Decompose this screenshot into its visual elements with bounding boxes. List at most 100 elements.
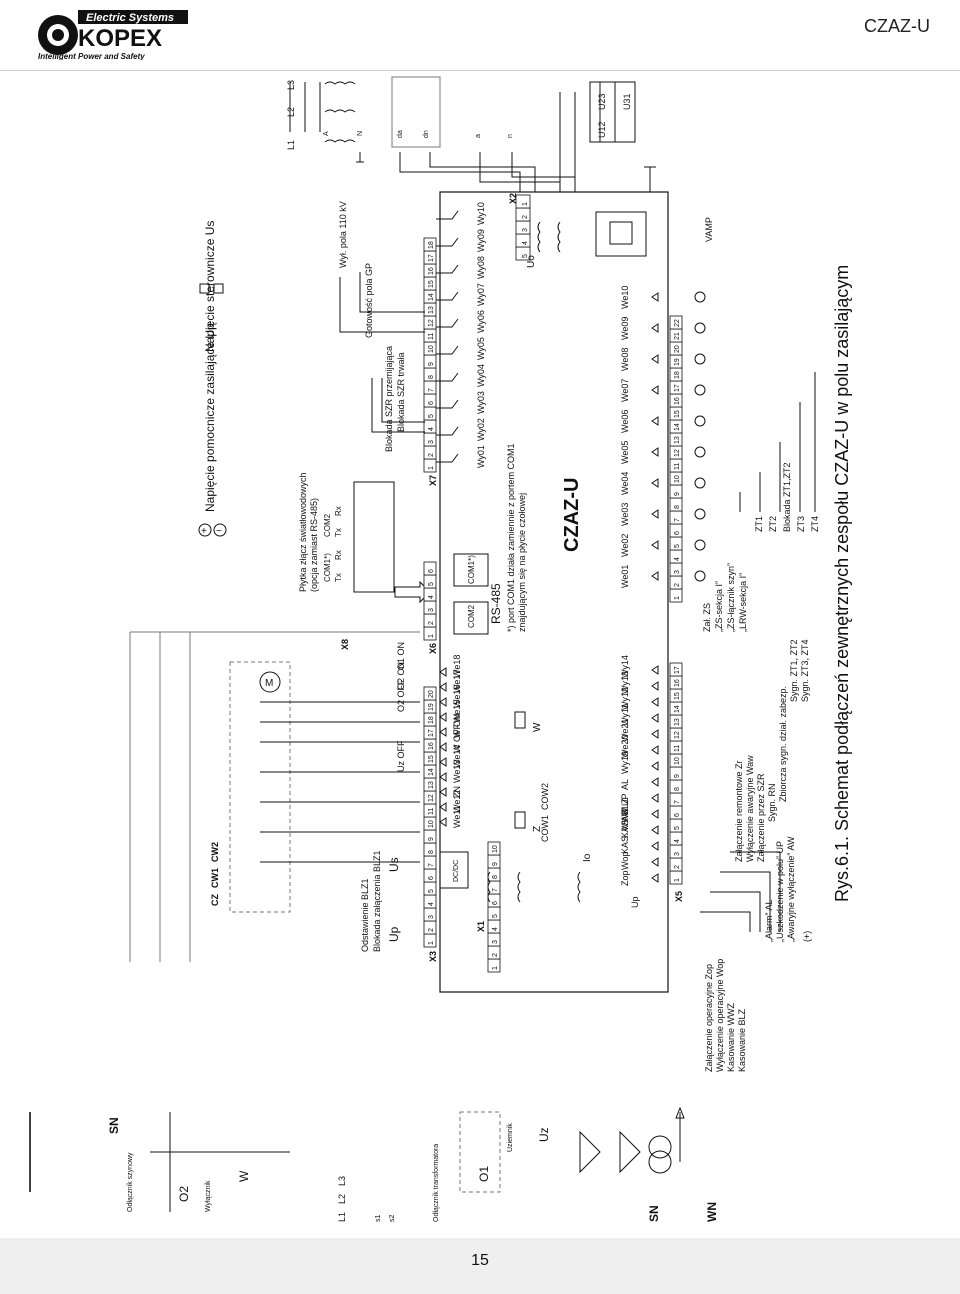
relay-contact — [436, 318, 459, 328]
terminal-pin — [669, 662, 683, 677]
x4-input-label: We09 — [620, 317, 630, 340]
terminal-pin-number: 3 — [674, 570, 681, 574]
input-diode-icon — [651, 416, 659, 426]
terminal-pin-number: 5 — [428, 889, 435, 893]
ct-winding-2 — [517, 871, 521, 903]
kopex-logo-dot — [52, 29, 64, 41]
terminal-pin-number: 6 — [428, 876, 435, 880]
x3-input-label: We13 — [452, 760, 462, 783]
terminal-pin-number: 17 — [428, 254, 435, 262]
terminal-pin-number: 2 — [522, 215, 529, 219]
ground-ring-icon — [694, 322, 706, 334]
x3-input-label: ZN — [452, 786, 462, 798]
w-breaker-label: W — [237, 1170, 251, 1182]
relay-output-wires — [339, 272, 425, 433]
supply-legend: Napięcie pomocnicze zasilające Up Napięc… — [203, 221, 217, 512]
wn-side-label: WN — [705, 1202, 719, 1222]
io-label: Io — [582, 853, 593, 862]
relay-output-label: Wy09 — [476, 229, 486, 252]
x4-input-label: We01 — [620, 565, 630, 588]
input-diode-icon — [651, 292, 659, 302]
z-label: Z — [532, 826, 543, 832]
ct-triangle-1 — [579, 1130, 601, 1174]
x6-name: X6 — [428, 643, 438, 654]
supply-ctrl-label: Napięcie sterownicze Us — [203, 221, 217, 352]
wiring-diagram: .ln{stroke:#111;stroke-width:1;fill:none… — [29, 76, 852, 1222]
com2-box — [453, 601, 489, 635]
x5-input-label: Wy19 — [620, 751, 630, 774]
terminal-pin-number: 18 — [674, 371, 681, 379]
device-title: CZAZ-U — [561, 478, 583, 552]
input-diode-icon — [651, 681, 659, 691]
ground-ring-icon — [694, 508, 706, 520]
relay-func-0: Blokada SZR przemijająca — [384, 346, 394, 452]
terminal-pin-number: 3 — [492, 940, 499, 944]
vt-tag-dn: dn — [423, 130, 430, 138]
x3-output-label: O2 OFF — [396, 679, 406, 712]
field-l1-label: L1 — [337, 1212, 347, 1222]
terminal-pin-number: 2 — [674, 583, 681, 587]
terminal-pin-number: 9 — [428, 362, 435, 366]
terminal-pin-number: 8 — [428, 850, 435, 854]
com-panel-title: Płytka złącz światłowodowych — [298, 472, 308, 592]
input-diode-icon — [651, 809, 659, 819]
relay-contact — [436, 399, 459, 409]
mid-note-1: Wyłączenie awaryjne Waw — [745, 755, 755, 862]
x3-input-label: W ON — [452, 714, 462, 739]
right-note-0: Zał. ZS — [702, 603, 712, 632]
terminal-pin-number: 20 — [428, 690, 435, 698]
terminal-pin-number: 14 — [428, 293, 435, 301]
terminal-pin-number: 18 — [428, 716, 435, 724]
terminal-pin-number: 5 — [674, 544, 681, 548]
terminal-pin-number: 9 — [428, 837, 435, 841]
terminal-pin-number: 5 — [428, 582, 435, 586]
x5-input-label: Wy14 — [620, 655, 630, 678]
tx-label-2: Tx — [334, 528, 343, 537]
terminal-pin-number: 14 — [674, 423, 681, 431]
right-note-8: ZT4 — [810, 516, 820, 532]
rx-label-1: Rx — [334, 550, 343, 560]
uz-label: Uz — [537, 1127, 551, 1142]
phase-l3-label: L3 — [286, 80, 296, 90]
terminal-pin-number: 1 — [522, 202, 529, 206]
terminal-pin — [423, 686, 437, 701]
w-label: W — [532, 722, 543, 732]
u31-label: U31 — [622, 93, 632, 110]
u23-label: U23 — [597, 93, 607, 110]
page-header: Electric Systems KOPEX Intelligent Power… — [0, 0, 960, 71]
mid-note-2: Załączenie przez SZR — [756, 773, 766, 862]
plus-box-symbol — [199, 283, 210, 294]
x4-input-label: We06 — [620, 410, 630, 433]
page-number: 15 — [471, 1252, 489, 1269]
x4-input-label: We02 — [620, 534, 630, 557]
relay-output-label: Wy02 — [476, 418, 486, 441]
terminal-pin-number: 4 — [428, 595, 435, 599]
x5-name: X5 — [674, 891, 684, 902]
input-diode-icon — [651, 777, 659, 787]
terminal-pin-number: 2 — [428, 453, 435, 457]
field-l2-label: L2 — [337, 1194, 347, 1204]
terminal-pin-number: 6 — [428, 569, 435, 573]
terminal-pin-number: 21 — [674, 332, 681, 340]
input-diode-icon — [651, 825, 659, 835]
relay-contact — [436, 291, 459, 301]
ground-ring-icon — [694, 353, 706, 365]
terminal-pin-number: 13 — [428, 306, 435, 314]
x7-name: X7 — [428, 475, 438, 486]
terminal-pin-number: 5 — [674, 826, 681, 830]
caption-group: Rys.6.1. Schemat podłączeń zewnętrznych … — [832, 265, 852, 902]
terminal-pin — [669, 315, 683, 330]
input-diode-icon — [439, 682, 447, 692]
minus-symbol — [213, 523, 227, 537]
terminal-pin-number: 11 — [674, 463, 681, 470]
left-notes: Załączenie operacyjne Zop Wyłączenie ope… — [704, 836, 812, 1072]
brand-name: KOPEX — [78, 25, 162, 52]
x5-input-label: AL — [620, 779, 630, 790]
com-panel-subtitle: (opcja zamiast RS-485) — [309, 498, 319, 592]
terminal-pin-number: 5 — [492, 914, 499, 918]
up-arrow-icon — [675, 1106, 685, 1119]
